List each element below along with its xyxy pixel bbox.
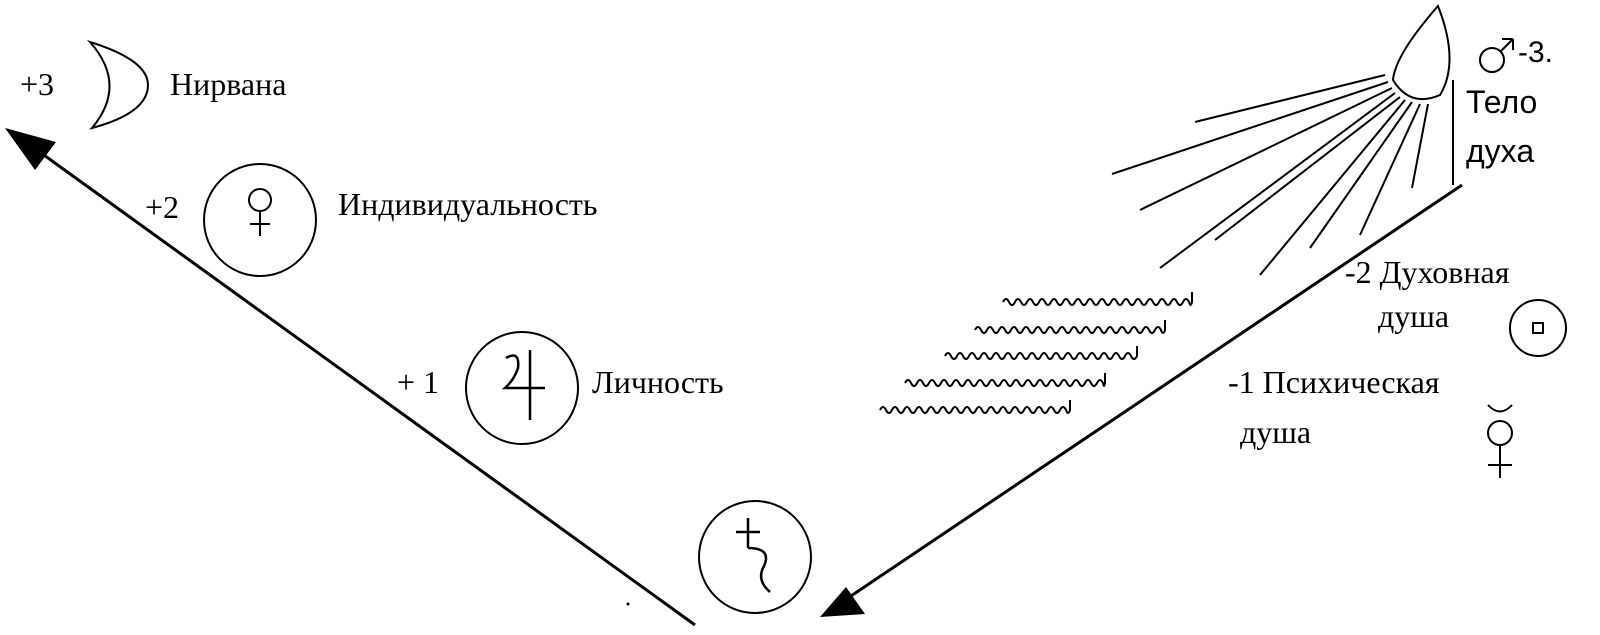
body-label-line2: духа bbox=[1466, 133, 1534, 169]
level-number-plus2: +2 bbox=[145, 189, 179, 225]
spiritual-soul-line2: душа bbox=[1378, 298, 1449, 334]
wavy-lines bbox=[879, 292, 1193, 414]
ascent-arrow bbox=[5, 128, 696, 627]
flame-icon bbox=[1391, 4, 1451, 100]
level-number-plus3: +3 bbox=[20, 66, 54, 102]
mercury-icon bbox=[1487, 404, 1513, 478]
venus-icon bbox=[203, 163, 317, 277]
jupiter-icon bbox=[465, 331, 579, 445]
mars-label: -3. bbox=[1518, 36, 1553, 69]
psychic-soul-line2: душа bbox=[1240, 414, 1311, 450]
stray-dot bbox=[626, 602, 630, 606]
level-name-nirvana: Нирвана bbox=[170, 66, 286, 102]
descent-arrow bbox=[820, 183, 1463, 617]
saturn-icon bbox=[698, 500, 812, 614]
level-name-individuality: Индивидуальность bbox=[338, 186, 597, 222]
moon-icon bbox=[86, 39, 150, 130]
level-number-plus1: + 1 bbox=[397, 364, 439, 400]
spiritual-soul-line1: -2 Духовная bbox=[1345, 254, 1510, 290]
mars-icon bbox=[1479, 38, 1514, 73]
body-label-line1: Тело bbox=[1466, 84, 1537, 120]
sun-icon bbox=[1509, 299, 1567, 357]
spirit-rays bbox=[1111, 74, 1429, 276]
level-name-personality: Личность bbox=[592, 364, 724, 400]
psychic-soul-line1: -1 Психическая bbox=[1228, 364, 1440, 400]
